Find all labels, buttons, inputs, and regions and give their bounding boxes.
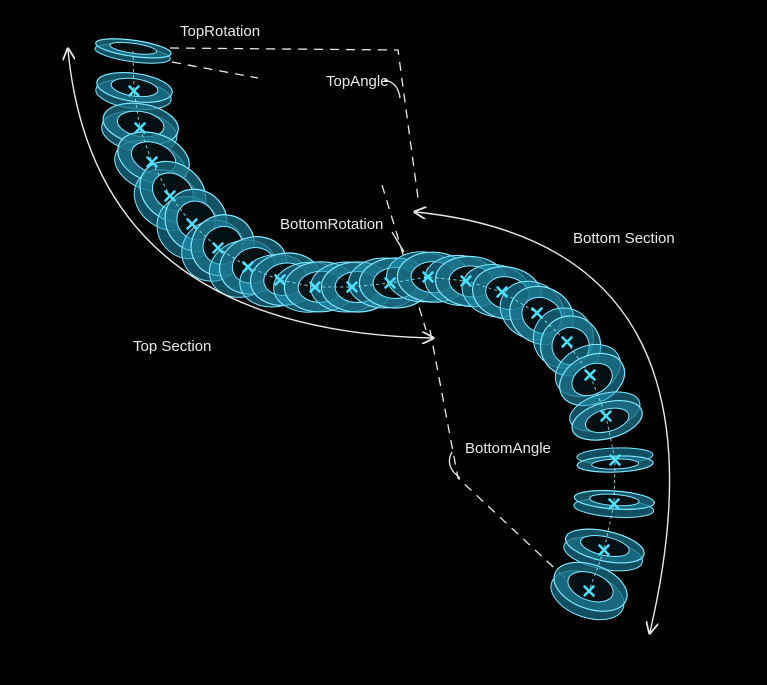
top-section-label: Top Section [133, 338, 212, 355]
bottom-angle-arc [448, 451, 461, 479]
top-section-arc [68, 50, 432, 338]
bottom-section-label: Bottom Section [573, 230, 675, 247]
top-rotation-label: TopRotation [180, 23, 261, 40]
bottom-rotation-label: BottomRotation [280, 216, 384, 233]
rings-layer [94, 38, 655, 621]
bottom-angle-label: BottomAngle [465, 440, 551, 457]
bottom-section-arc [416, 212, 671, 632]
top-angle-label: TopAngle [326, 73, 389, 90]
bottom-rotation-tick [391, 231, 405, 253]
top-reference-line [169, 47, 419, 199]
top-angle-line [171, 61, 259, 79]
